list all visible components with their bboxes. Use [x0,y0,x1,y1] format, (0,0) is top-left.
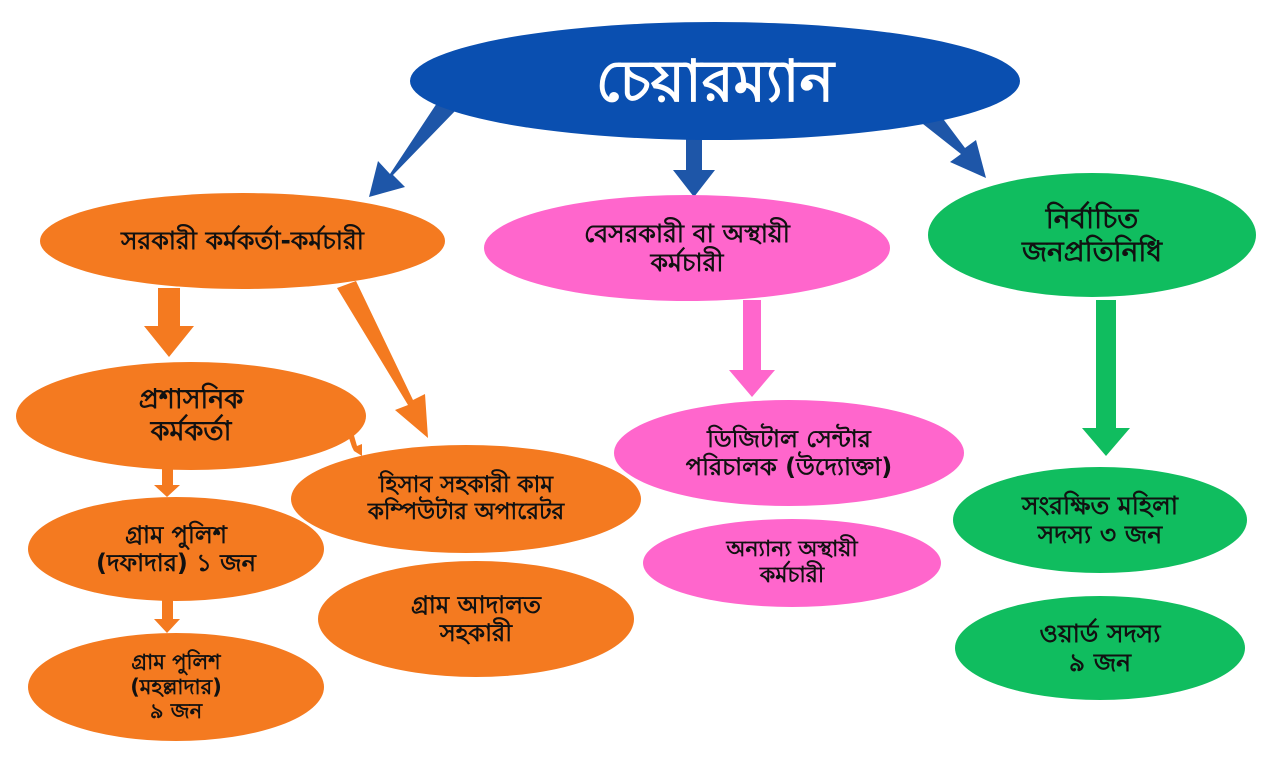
ward-members-node: ওয়ার্ড সদস্য ৯ জন [955,596,1245,700]
admin-officer-node: প্রশাসনিক কর্মকর্তা [16,362,366,470]
arrow-dafadar-to-mohalladar [154,600,180,633]
arrow-private-to-digital [729,300,775,397]
arrow-admin-to-accounts [348,432,362,456]
arrow-admin-to-dafadar [154,468,180,497]
village-police-mohalladar-node: গ্রাম পুলিশ (মহল্লাদার) ৯ জন [28,633,324,741]
arrow-root-to-private [673,130,715,197]
village-police-dafadar-node: গ্রাম পুলিশ (দফাদার) ১ জন [28,497,324,601]
elected-representatives-node: নির্বাচিত জনপ্রতিনিধি [928,173,1256,297]
chairman-node: চেয়ারম্যান [410,22,1020,140]
arrow-root-to-elected [923,112,986,178]
reserved-women-members-node: সংরক্ষিত মহিলা সদস্য ৩ জন [953,467,1247,573]
arrow-root-to-government [369,97,456,197]
arrow-elected-to-reserved [1082,300,1130,456]
arrow-government-to-admin [144,288,194,357]
private-staff-node: বেসরকারী বা অস্থায়ী কর্মচারী [484,195,890,301]
other-temporary-staff-node: অন্যান্য অস্থায়ী কর্মচারী [643,519,941,607]
government-staff-node: সরকারী কর্মকর্তা-কর্মচারী [40,193,445,289]
village-court-assistant-node: গ্রাম আদালত সহকারী [318,561,634,677]
digital-center-operator-node: ডিজিটাল সেন্টার পরিচালক (উদ্যোক্তা) [614,400,964,506]
arrow-government-to-accounts [337,281,428,438]
accounts-assistant-node: হিসাব সহকারী কাম কম্পিউটার অপারেটর [291,445,641,553]
